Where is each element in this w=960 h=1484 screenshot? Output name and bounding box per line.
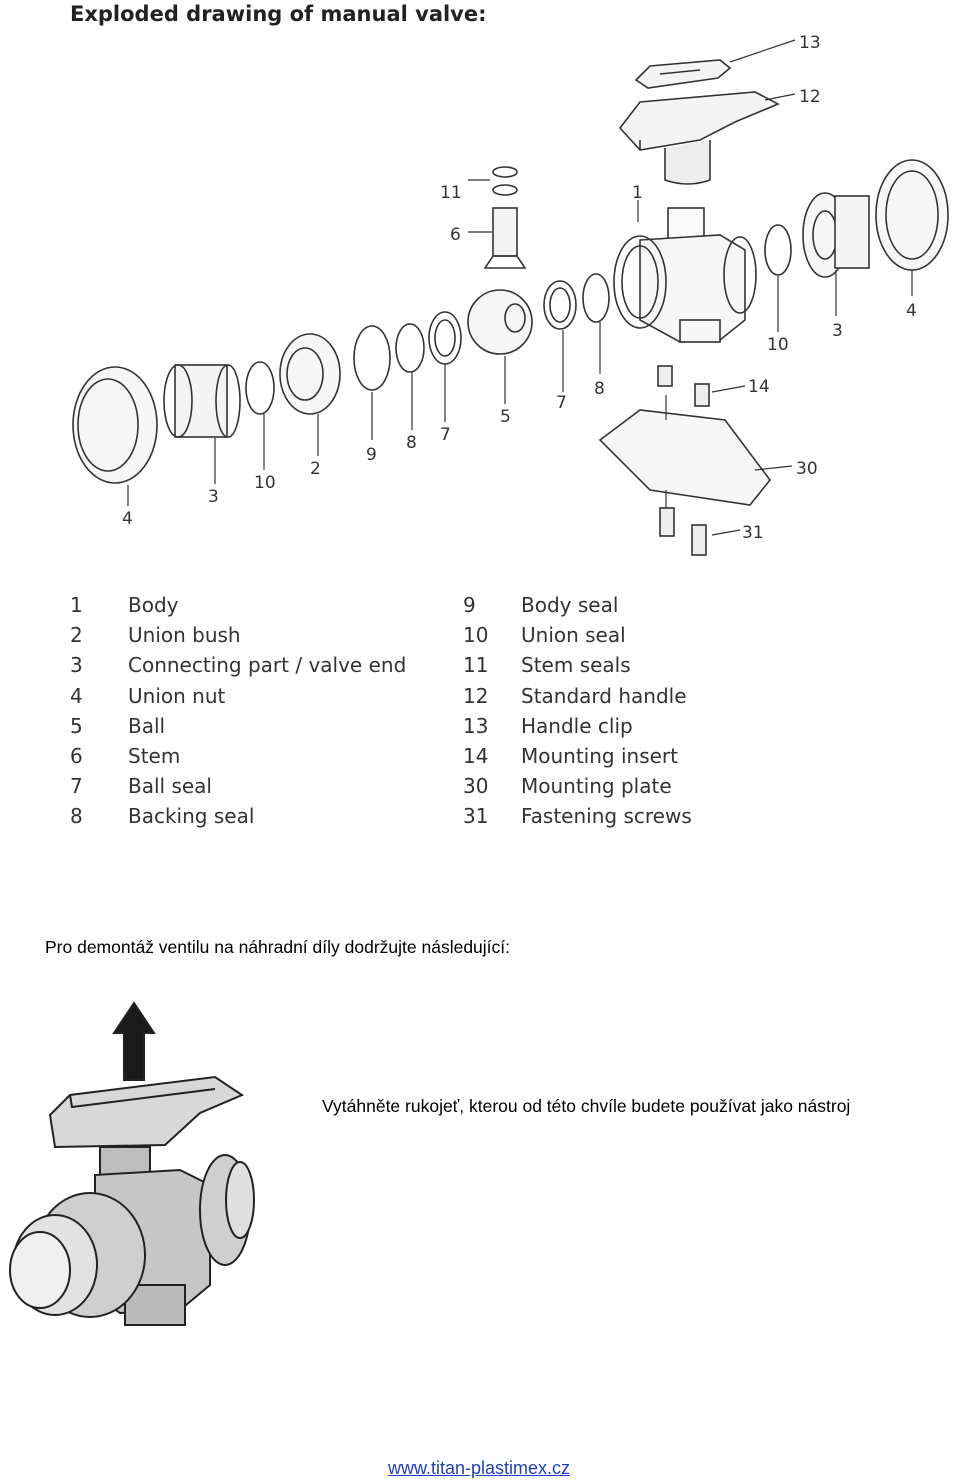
exploded-valve-drawing: 13 12 1 11 6 10 3 4 14 8 7 5 9 8 7 2 10 … [72,33,949,556]
callout-10-left: 10 [254,473,276,493]
valve-union-right [199,1154,255,1266]
fastening-screw-b [691,524,707,556]
mounting-insert-b [694,383,710,407]
ball-part [467,289,533,355]
callout-2: 2 [310,459,321,479]
callout-11: 11 [440,183,462,203]
connecting-part-right [802,192,870,278]
website-link[interactable]: www.titan-plastimex.cz [388,1458,571,1478]
union-seal-left [245,361,275,415]
backing-seal-right [582,273,610,323]
instruction-step-text: Vytáhněte rukojeť, kterou od této chvíle… [322,1096,851,1116]
callout-31: 31 [742,523,764,543]
body-seal-left [353,325,391,391]
callout-5: 5 [500,407,511,427]
valve-union-left [9,1192,146,1318]
fastening-screw-a [659,507,675,537]
union-seal-right [764,224,792,276]
callout-9: 9 [366,445,377,465]
callout-4-left: 4 [122,509,133,529]
callout-7-right: 7 [556,393,567,413]
valve-body-part [613,207,757,343]
callout-10-right: 10 [767,335,789,355]
callout-14: 14 [748,377,770,397]
union-bush-part [279,333,341,415]
arrow-up-icon [112,1001,156,1081]
page-title: Exploded drawing of manual valve: [70,2,487,26]
ball-seal-right [543,280,577,330]
stem-part [483,166,527,269]
callout-12: 12 [799,87,821,107]
disassembly-intro-text: Pro demontáž ventilu na náhradní díly do… [45,937,511,957]
backing-seal-left [395,323,425,373]
callout-13: 13 [799,33,821,53]
union-nut-left [72,366,158,484]
union-nut-right [875,159,949,271]
leader-lines [127,39,913,536]
callout-8-left: 8 [406,433,417,453]
handle-clip-part [634,59,732,89]
callout-3-right: 3 [832,321,843,341]
callout-6: 6 [450,225,461,245]
callout-8-right: 8 [594,379,605,399]
mounting-plate-part [598,409,772,506]
callout-3-left: 3 [208,487,219,507]
mounting-insert-a [657,365,673,387]
callout-30: 30 [796,459,818,479]
callout-7-left: 7 [440,425,451,445]
valve-handle-removal-illustration [9,1001,255,1326]
standard-handle-part [618,91,780,185]
callout-4-right: 4 [906,301,917,321]
callout-1: 1 [632,183,643,203]
connecting-part-left [163,364,241,438]
